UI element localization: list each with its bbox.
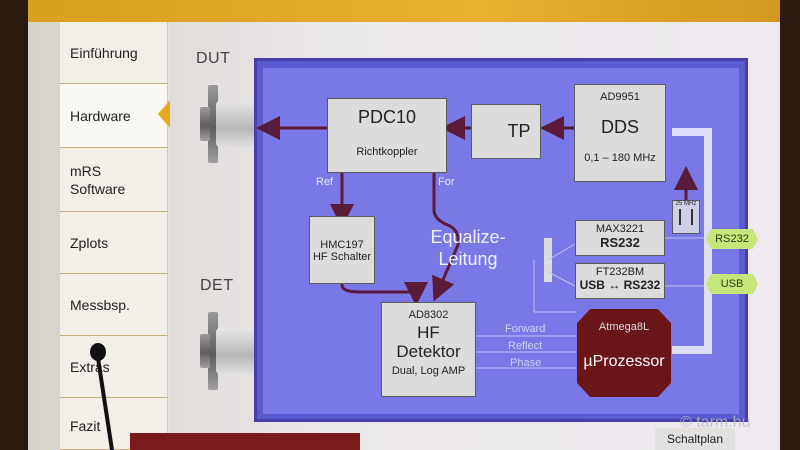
rs232-port-arrow: RS232 (706, 229, 758, 249)
reflect-label: Reflect (508, 340, 543, 352)
top-bar (28, 0, 780, 22)
bottom-banner (130, 433, 360, 450)
sidebar: Einführung Hardware mRS Software Zplots … (60, 22, 170, 450)
max3221-part: MAX3221 (595, 223, 645, 235)
dut-label: DUT (196, 50, 231, 67)
usb-port-arrow: USB (706, 274, 758, 294)
crystal-icon (679, 209, 693, 225)
schaltplan-tab[interactable]: Schaltplan (655, 428, 735, 450)
detector-line1: HF (417, 323, 440, 342)
dds-block: AD9951 DDS 0,1 – 180 MHz (574, 84, 666, 182)
switch-usb-line (547, 271, 576, 287)
nav-item-hardware[interactable]: Hardware (60, 84, 168, 148)
tp-title: TP (507, 121, 531, 141)
nav-item-label: Fazit (70, 418, 101, 434)
hmc197-desc: HF Schalter (312, 251, 372, 263)
detector-part: AD8302 (408, 309, 449, 321)
nav-item-label: Hardware (70, 108, 131, 124)
ft232-part: FT232BM (595, 266, 645, 278)
det-label: DET (200, 277, 234, 294)
watermark: © tarm.hu (680, 414, 751, 431)
ref-label: Ref (316, 176, 334, 188)
tp-block: TP (471, 104, 541, 159)
detector-line2: Detektor (396, 342, 461, 361)
equalize-label: Equalize- Leitung (430, 227, 506, 269)
ft232-title: USB ↔ RS232 (579, 278, 661, 292)
nav-item-label: Zplots (70, 235, 109, 251)
microprocessor-block: Atmega8L µProzessor (577, 309, 671, 397)
nav-item-zplots[interactable]: Zplots (60, 212, 168, 274)
nav-item-label: Einführung (70, 45, 138, 61)
nav-item-label: Messbsp. (70, 297, 130, 313)
nav-item-label: mRS Software (70, 163, 126, 197)
dds-title: DDS (600, 117, 639, 137)
for-label: For (438, 176, 455, 188)
micro-part: Atmega8L (598, 321, 650, 333)
dds-range: 0,1 – 180 MHz (584, 152, 656, 164)
richtkoppler-label: Richtkoppler (356, 146, 418, 158)
max3221-block: MAX3221 RS232 (575, 220, 665, 256)
active-nav-arrow-icon (158, 100, 170, 128)
microphone-icon (90, 343, 114, 450)
ft232-block: FT232BM USB ↔ RS232 (575, 263, 665, 299)
nav-item-messbsp[interactable]: Messbsp. (60, 274, 168, 336)
nav-item-einfuehrung[interactable]: Einführung (60, 22, 168, 84)
detector-block: AD8302 HF Detektor Dual, Log AMP (381, 302, 476, 397)
for-line (432, 170, 460, 302)
pdc10-block: PDC10 Richtkoppler (327, 98, 447, 173)
crystal-block: 25 MHz (672, 200, 700, 234)
detector-line3: Dual, Log AMP (391, 365, 466, 377)
hmc197-block: HMC197 HF Schalter (309, 216, 375, 284)
max3221-title: RS232 (600, 235, 640, 250)
dds-part: AD9951 (600, 91, 640, 103)
switch-rs232-line (547, 243, 576, 261)
pdc10-title: PDC10 (357, 107, 417, 127)
hmc197-part: HMC197 (320, 239, 364, 251)
nav-item-mrs-software[interactable]: mRS Software (60, 148, 168, 212)
micro-title: µProzessor (583, 353, 665, 370)
control-bus (672, 128, 712, 354)
hmc-to-detector-line (340, 281, 428, 306)
crystal-label: 25 MHz (675, 201, 697, 207)
forward-label: Forward (505, 323, 546, 335)
phase-label: Phase (510, 357, 542, 369)
